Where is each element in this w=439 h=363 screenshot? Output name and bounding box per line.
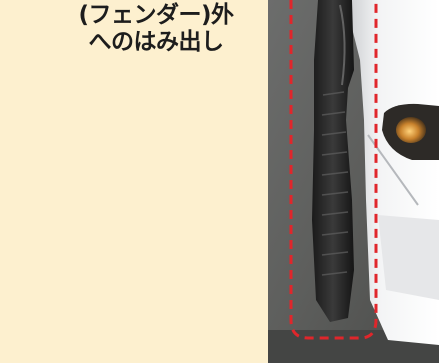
caption: (フェンダー)外 へのはみ出し bbox=[44, 2, 268, 56]
caption-line-2: へのはみ出し bbox=[88, 29, 225, 55]
protrusion-highlight bbox=[289, 0, 378, 340]
car-wheel-photo bbox=[268, 0, 439, 363]
caption-line-1: (フェンダー)外 bbox=[78, 2, 234, 28]
headlight bbox=[396, 117, 426, 143]
